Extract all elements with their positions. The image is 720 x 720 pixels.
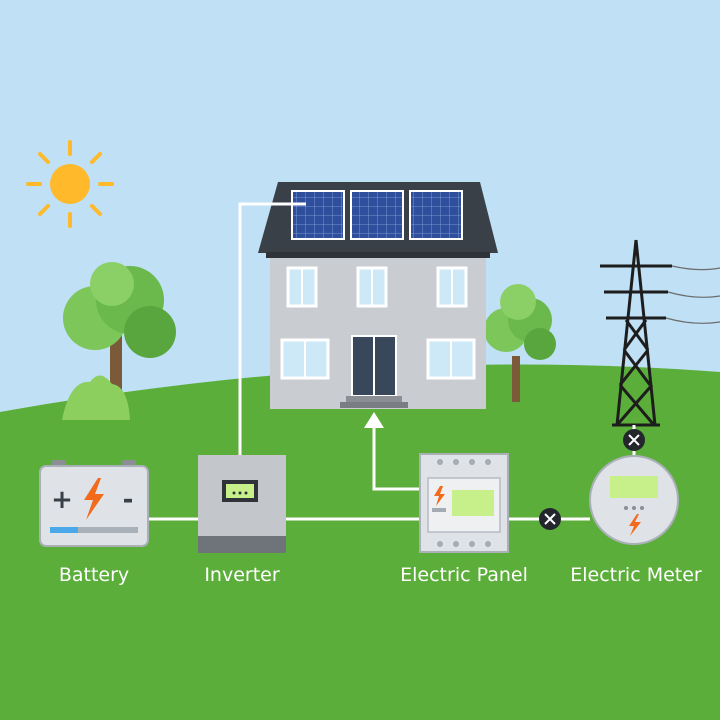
x-circle-icon xyxy=(539,508,561,530)
ground xyxy=(0,364,720,720)
power-lines xyxy=(665,265,720,324)
svg-text:+: + xyxy=(51,485,73,515)
arrow-up-icon xyxy=(364,412,384,428)
x-circle-icon xyxy=(623,429,645,451)
electric-panel-icon xyxy=(419,453,509,553)
bush xyxy=(62,375,130,420)
electric-meter-icon xyxy=(589,455,679,545)
transmission-tower-icon xyxy=(600,239,672,427)
electric-panel-label: Electric Panel xyxy=(400,564,528,586)
svg-text:-: - xyxy=(123,485,134,515)
tree-left xyxy=(63,262,176,400)
house xyxy=(258,182,498,409)
electric-meter-label: Electric Meter xyxy=(570,564,702,586)
lightning-bolt-icon xyxy=(84,478,104,520)
tree-right xyxy=(484,284,556,402)
inverter-label: Inverter xyxy=(204,564,280,586)
inverter-icon xyxy=(198,455,286,553)
battery-label: Battery xyxy=(58,564,130,586)
sun-icon xyxy=(26,140,114,228)
battery-icon: + - xyxy=(39,460,149,547)
